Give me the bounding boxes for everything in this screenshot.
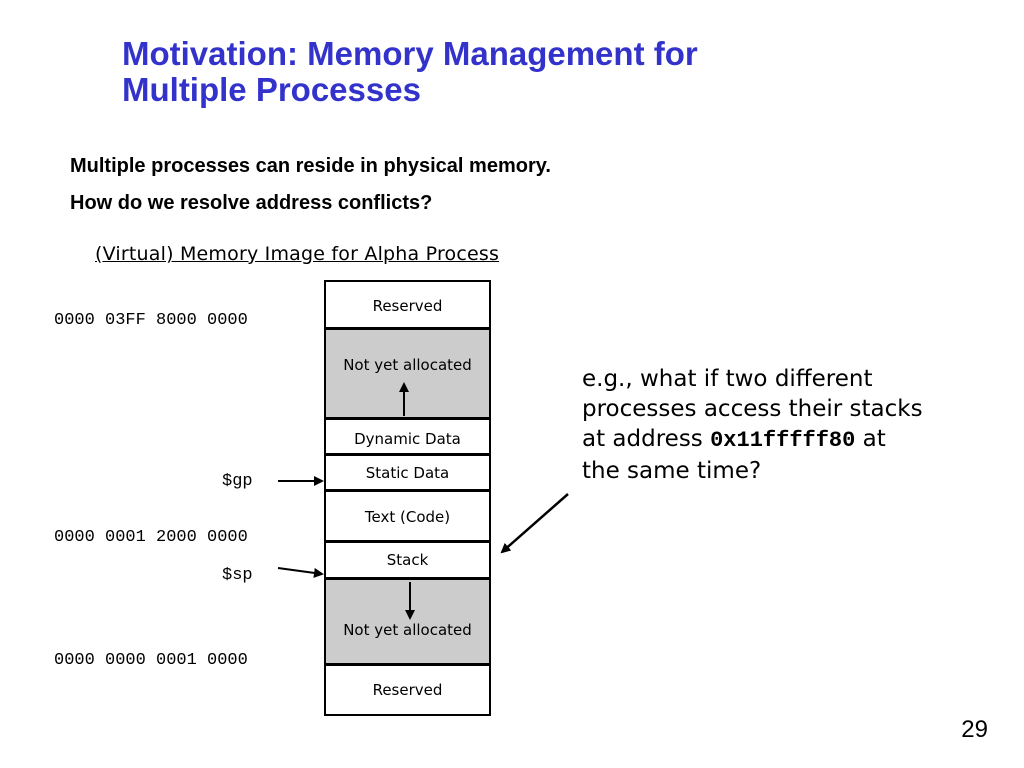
segment-stack-label: Stack (386, 551, 429, 569)
segment-unallocated-top: Not yet allocated (326, 330, 489, 420)
segment-unallocated-bottom: Not yet allocated (326, 580, 489, 666)
sp-pointer-arrow (277, 567, 324, 578)
segment-reserved-top: Reserved (326, 282, 489, 330)
memory-layout-column: Reserved Not yet allocated Dynamic Data … (324, 280, 491, 716)
segment-static-data-label: Static Data (365, 464, 450, 482)
segment-stack: Stack (326, 543, 489, 580)
segment-unallocated-top-label: Not yet allocated (343, 356, 472, 374)
slide-title: Motivation: Memory Management for Multip… (122, 36, 882, 108)
segment-static-data: Static Data (326, 456, 489, 492)
annotation-line-3: at address 0x11fffff80 at (582, 424, 992, 456)
annotation-pointer-arrow (500, 493, 569, 554)
annotation-line-1: e.g., what if two different (582, 366, 873, 392)
annotation-line-3-suffix: at (855, 426, 886, 452)
address-top: 0000 03FF 8000 0000 (54, 311, 248, 330)
gp-register-label: $gp (222, 472, 253, 491)
page-number: 29 (961, 716, 988, 743)
segment-unallocated-bottom-label: Not yet allocated (343, 621, 472, 639)
bullet-address-conflicts: How do we resolve address conflicts? (70, 192, 433, 214)
segment-reserved-bottom: Reserved (326, 666, 489, 714)
annotation-stack-address: 0x11fffff80 (710, 428, 856, 453)
annotation-line-2: processes access their stacks (582, 396, 923, 422)
segment-dynamic-data-label: Dynamic Data (354, 430, 461, 448)
memory-image-heading: (Virtual) Memory Image for Alpha Process (95, 243, 500, 265)
annotation-line-3-prefix: at address (582, 426, 711, 452)
segment-reserved-bottom-label: Reserved (372, 681, 443, 699)
bullet-processes-reside: Multiple processes can reside in physica… (70, 155, 551, 177)
address-text-start: 0000 0001 2000 0000 (54, 528, 248, 547)
address-bottom: 0000 0000 0001 0000 (54, 651, 248, 670)
segment-reserved-top-label: Reserved (372, 297, 443, 315)
segment-text-code-label: Text (Code) (364, 508, 451, 526)
segment-text-code: Text (Code) (326, 492, 489, 543)
slide-title-line-2: Multiple Processes (122, 71, 421, 108)
segment-dynamic-data: Dynamic Data (326, 420, 489, 456)
slide-title-line-1: Motivation: Memory Management for (122, 35, 698, 72)
annotation-line-4: the same time? (582, 458, 762, 484)
sp-register-label: $sp (222, 566, 253, 585)
stack-conflict-annotation: e.g., what if two different processes ac… (582, 364, 992, 486)
